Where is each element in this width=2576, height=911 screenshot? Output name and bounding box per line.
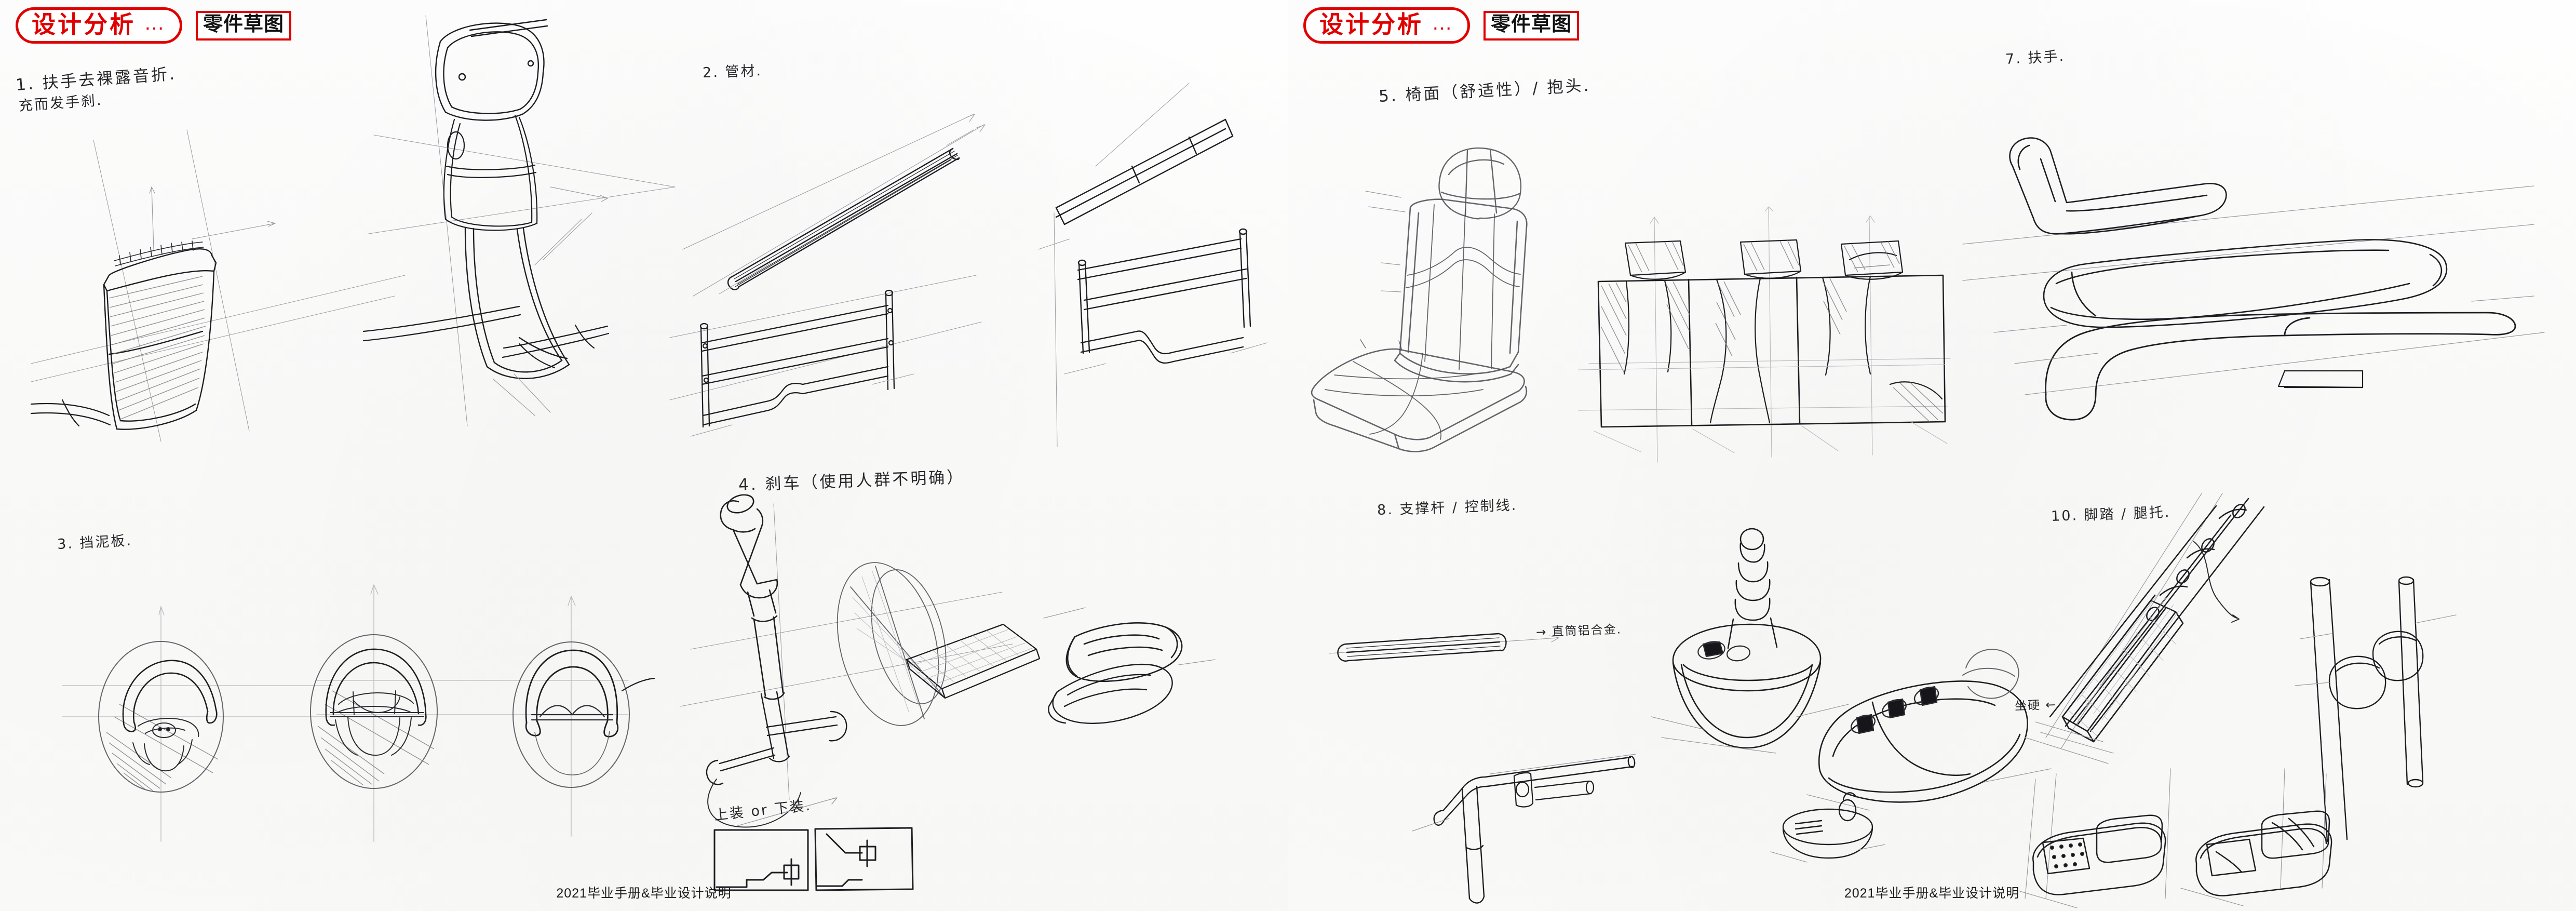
page-left: 设计分析 … 零件草图 [0, 0, 1288, 911]
design-analysis-badge[interactable]: 设计分析 … [16, 7, 182, 44]
annotation-5r: 5. 椅面（舒适性）/ 抱头. [1378, 76, 1592, 106]
page-header-left: 设计分析 … 零件草图 [16, 7, 292, 44]
sketch-bent-tube [1412, 712, 1662, 909]
sketch-armrest [1962, 73, 2545, 436]
badge-label: 设计分析 [32, 11, 136, 38]
page-footer-left: 2021毕业手册&毕业设计说明 [556, 886, 732, 901]
page-footer-right: 2021毕业手册&毕业设计说明 [1844, 886, 2020, 901]
sketch-tube-assembly [669, 244, 992, 462]
sketch-tube-assembly-right [1033, 83, 1277, 457]
annotation-2: 2. 管材. [702, 62, 763, 81]
sketch-support-rod [1329, 613, 1568, 680]
annotation-10b: 坐硬 ← [2014, 698, 2057, 713]
ellipsis-icon: … [1432, 11, 1454, 34]
sketch-knob-small [1770, 784, 1885, 878]
design-analysis-badge[interactable]: 设计分析 … [1303, 7, 1470, 44]
page-header-right: 设计分析 … 零件草图 [1303, 7, 1580, 44]
annotation-8b: → 直筒铝合金. [1535, 623, 1622, 639]
part-sketch-tag[interactable]: 零件草图 [196, 10, 292, 41]
page-right: 设计分析 … 零件草图 [1288, 0, 2576, 911]
annotation-3: 3. 挡泥板. [57, 532, 133, 553]
sketch-brake-lever [618, 488, 1231, 852]
tag-label: 零件草图 [203, 13, 285, 35]
part-sketch-tag[interactable]: 零件草图 [1483, 10, 1580, 41]
sketch-wheel-views [42, 561, 655, 852]
sketch-frame-profile [362, 15, 685, 431]
annotation-8: 8. 支撑杆 / 控制线. [1377, 497, 1518, 518]
sketch-seat-sections [1578, 187, 1952, 478]
sketch-seat-perspective [1303, 130, 1594, 462]
annotation-10: 10. 脚踏 / 腿托. [2051, 504, 2171, 525]
badge-label: 设计分析 [1319, 11, 1423, 38]
tag-label: 零件草图 [1491, 13, 1572, 35]
ellipsis-icon: … [144, 11, 166, 34]
annotation-7: 7. 扶手. [2005, 48, 2066, 68]
